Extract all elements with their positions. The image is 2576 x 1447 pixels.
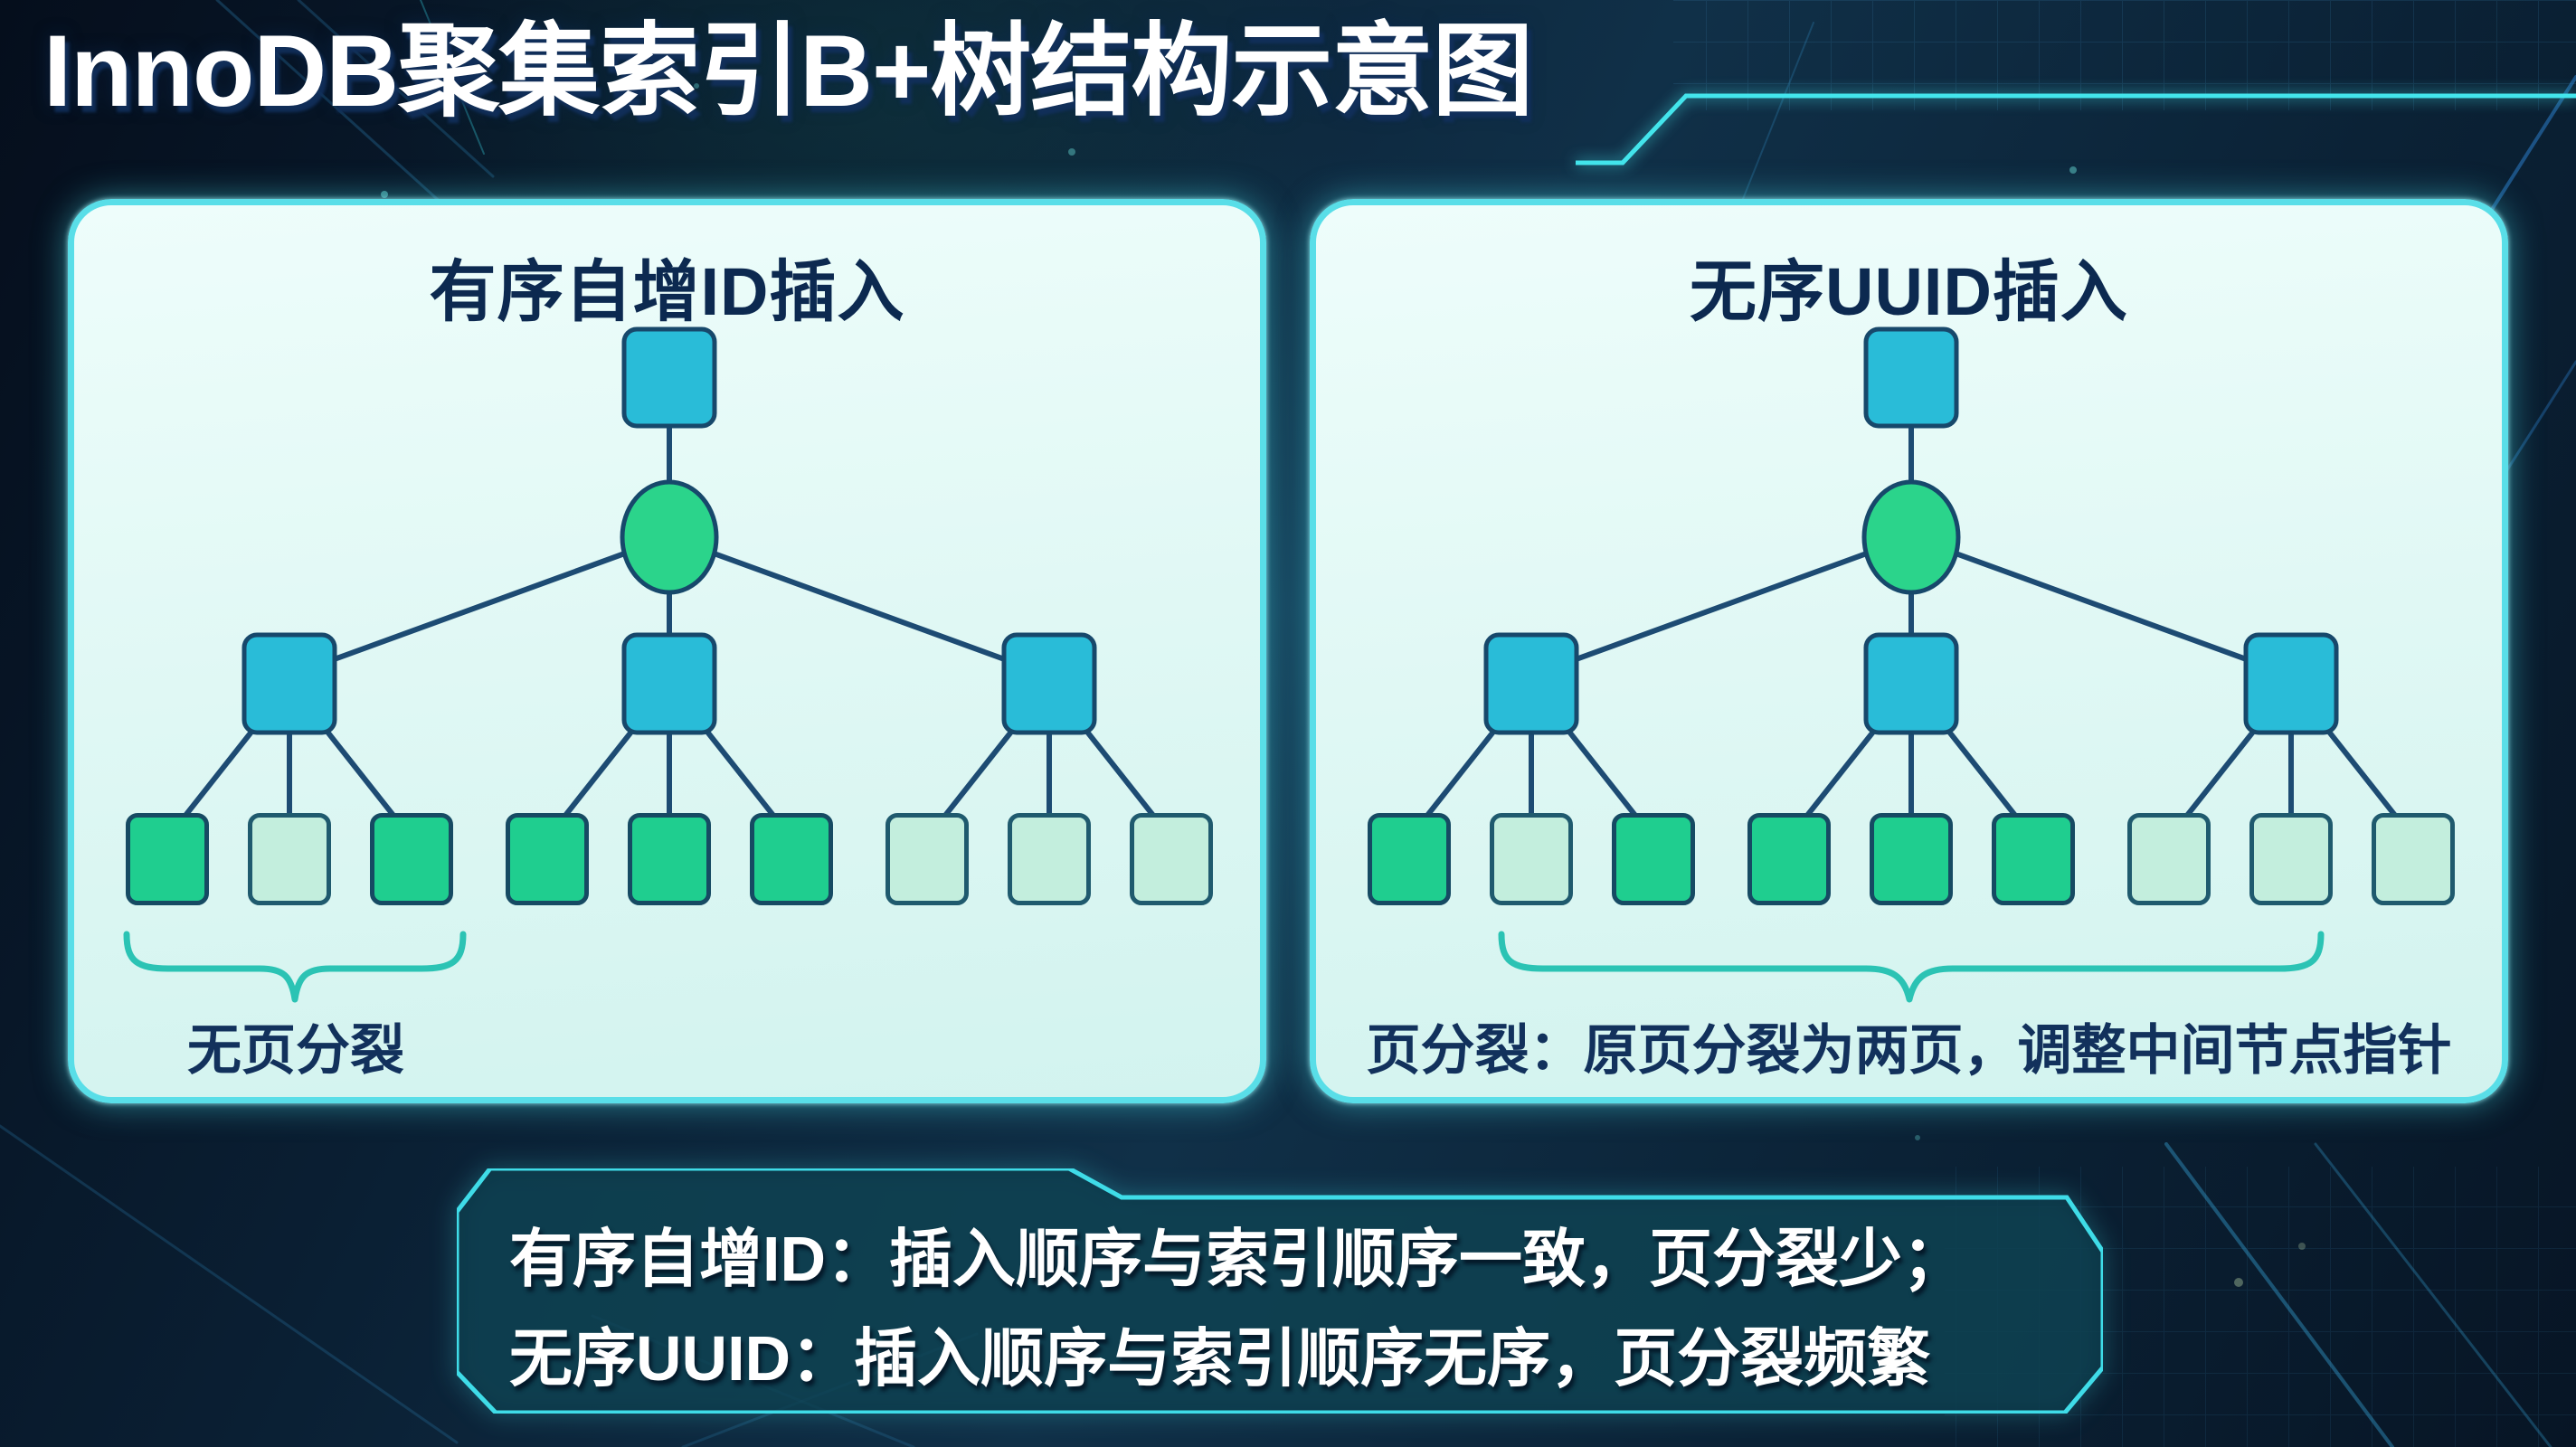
leaf-page-pale bbox=[248, 813, 331, 905]
leaf-page-green bbox=[1747, 813, 1831, 905]
root-pointer-node bbox=[621, 326, 717, 429]
root-pointer-node bbox=[1863, 326, 1959, 429]
leaf-page-pale bbox=[2249, 813, 2333, 905]
leaf-page-pale bbox=[1130, 813, 1213, 905]
leaf-page-green bbox=[1870, 813, 1953, 905]
leaf-page-green bbox=[1368, 813, 1451, 905]
top-right-accent-line bbox=[1576, 93, 2576, 166]
leaf-page-green bbox=[126, 813, 209, 905]
leaf-page-pale bbox=[886, 813, 969, 905]
leaf-row bbox=[1316, 205, 2502, 1097]
leaf-page-pale bbox=[1490, 813, 1573, 905]
leaf-page-green bbox=[628, 813, 711, 905]
panel-title-uuid: 无序UUID插入 bbox=[1690, 254, 2128, 329]
internal-node bbox=[242, 632, 337, 735]
caption-no-split: 无页分裂 bbox=[187, 1020, 404, 1081]
leaf-row bbox=[74, 205, 1260, 1097]
internal-node bbox=[621, 632, 717, 735]
summary-line-ordered: 有序自增ID：插入顺序与索引顺序一致，页分裂少； bbox=[509, 1224, 1965, 1294]
root-node-circle bbox=[1861, 479, 1961, 595]
leaf-page-pale bbox=[2127, 813, 2211, 905]
underbrace-icon bbox=[123, 931, 467, 1003]
panel-uuid: 无序UUID插入 页分裂：原页分裂为两页，调整中间节点指针 bbox=[1310, 199, 2508, 1103]
summary-line-uuid: 无序UUID：插入顺序与索引顺序无序，页分裂频繁 bbox=[509, 1323, 1931, 1394]
internal-node bbox=[1863, 632, 1959, 735]
internal-node bbox=[1483, 632, 1579, 735]
btree-diagram bbox=[1406, 326, 2416, 1003]
panel-title-ordered: 有序自增ID插入 bbox=[429, 254, 905, 329]
leaf-page-green bbox=[1612, 813, 1695, 905]
internal-node bbox=[1001, 632, 1097, 735]
page-title: InnoDB聚集索引B+树结构示意图 bbox=[43, 14, 1533, 128]
root-node-circle bbox=[620, 479, 719, 595]
leaf-page-green bbox=[370, 813, 453, 905]
caption-page-split: 页分裂：原页分裂为两页，调整中间节点指针 bbox=[1366, 1020, 2452, 1081]
panel-ordered-id: 有序自增ID插入 无页分裂 bbox=[68, 199, 1266, 1103]
summary-panel: 有序自增ID：插入顺序与索引顺序一致，页分裂少； 无序UUID：插入顺序与索引顺… bbox=[457, 1168, 2103, 1414]
leaf-page-green bbox=[506, 813, 589, 905]
leaf-page-green bbox=[1992, 813, 2075, 905]
internal-node bbox=[2243, 632, 2339, 735]
leaf-page-pale bbox=[2372, 813, 2455, 905]
leaf-page-green bbox=[750, 813, 833, 905]
underbrace-icon bbox=[1498, 931, 2325, 1003]
btree-diagram bbox=[123, 326, 1174, 1003]
leaf-page-pale bbox=[1008, 813, 1091, 905]
summary-panel-frame bbox=[457, 1168, 2103, 1414]
